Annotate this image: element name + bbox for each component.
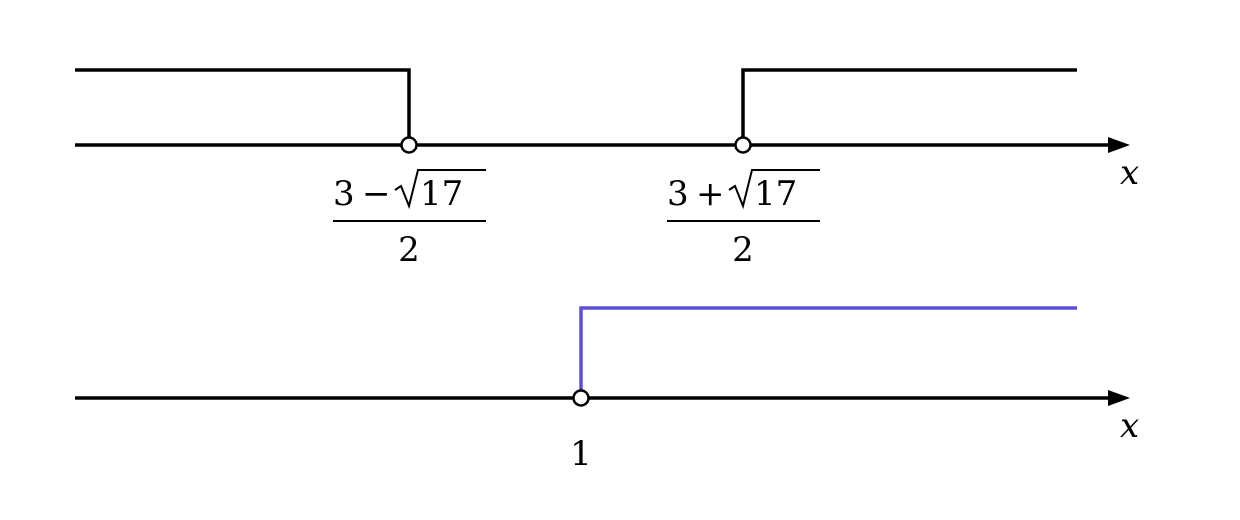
top-right-open-point	[734, 136, 752, 154]
bottom-axis-label: x	[1120, 406, 1139, 446]
left-numerator-term: 3	[333, 174, 355, 214]
left-denominator: 2	[398, 230, 420, 270]
top-axis-arrowhead	[1108, 137, 1130, 153]
top-axis-label: x	[1120, 153, 1139, 193]
left-numerator-operator: −	[362, 174, 391, 214]
right-sqrt-sign	[728, 169, 820, 210]
bottom-solution-region	[579, 306, 1077, 398]
left-radicand: 17	[420, 174, 463, 214]
right-denominator: 2	[732, 230, 754, 270]
right-numerator-operator: +	[696, 174, 725, 214]
top-right-solution-region	[741, 68, 1077, 145]
right-radicand: 17	[754, 174, 797, 214]
top-number-line: x 3 − 17 2 3 + 17 2	[75, 68, 1139, 270]
bottom-open-point	[572, 389, 590, 407]
right-numerator-term: 3	[667, 174, 689, 214]
top-left-solution-region	[75, 68, 411, 145]
bottom-axis-arrowhead	[1108, 390, 1130, 406]
bottom-number-line: x 1	[75, 306, 1139, 474]
top-left-open-point	[400, 136, 418, 154]
bottom-point-label: 1	[570, 434, 592, 474]
top-left-point-label: 3 − 17 2	[333, 169, 486, 270]
top-right-point-label: 3 + 17 2	[667, 169, 820, 270]
left-sqrt-sign	[394, 169, 486, 210]
